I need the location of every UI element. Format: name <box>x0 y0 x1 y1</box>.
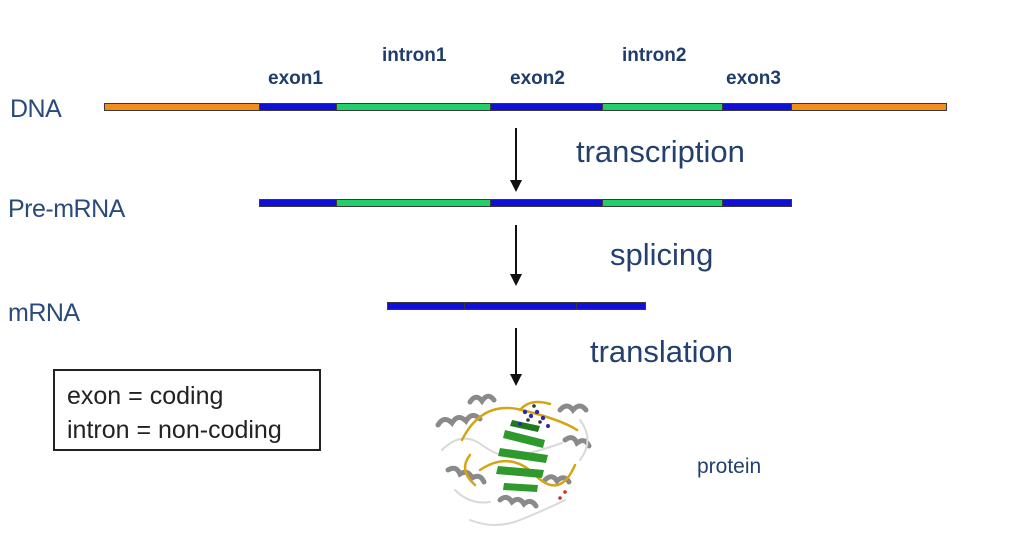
legend-box: exon = coding intron = non-coding <box>53 369 321 451</box>
splicing-arrow <box>510 225 522 286</box>
transcription-label: transcription <box>576 134 745 169</box>
protein-structure-icon <box>435 393 592 526</box>
legend-intron: intron = non-coding <box>67 416 282 444</box>
mrna-exon3 <box>576 302 646 310</box>
protein-label: protein <box>697 455 762 478</box>
pre-mrna-exon3 <box>722 199 792 207</box>
exon3-label: exon3 <box>726 68 781 89</box>
exon2-label: exon2 <box>510 68 565 89</box>
translation-arrow <box>510 328 522 386</box>
exon1-label: exon1 <box>268 68 323 89</box>
intron2-label: intron2 <box>622 45 687 66</box>
legend-exon: exon = coding <box>67 382 224 410</box>
transcription-arrow <box>510 128 522 192</box>
translation-label: translation <box>590 334 734 369</box>
splicing-label: splicing <box>610 237 714 272</box>
dna-flank-right <box>791 103 947 111</box>
intron1-label: intron1 <box>382 45 447 66</box>
dna-label: DNA <box>10 95 62 123</box>
pre-mrna-label: Pre-mRNA <box>8 195 125 223</box>
mrna-label: mRNA <box>8 299 80 327</box>
